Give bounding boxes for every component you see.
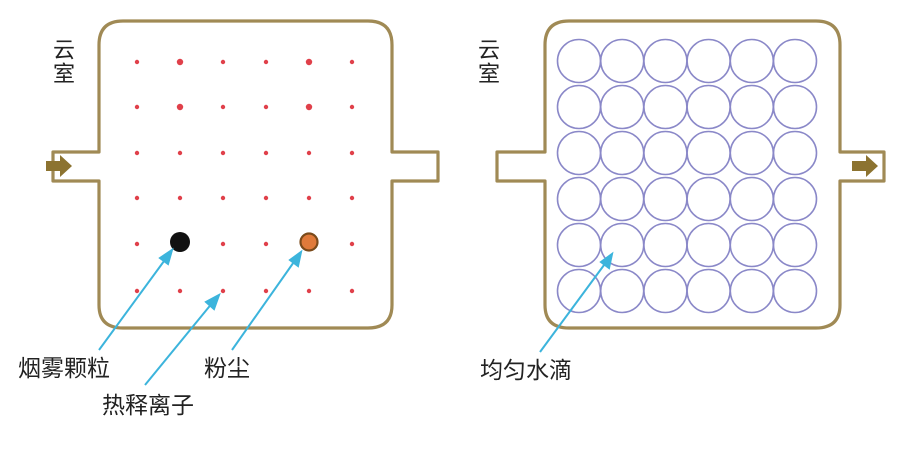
smoke-label: 烟雾颗粒: [18, 356, 110, 382]
ion-dot: [306, 150, 312, 156]
water-droplet: [643, 176, 688, 222]
water-droplet: [599, 38, 645, 84]
ion-dot: [220, 195, 226, 201]
water-droplet: [643, 268, 688, 314]
left-chamber-outline: [51, 19, 440, 330]
ion-dot: [263, 288, 269, 294]
smoke-pointer: [98, 256, 168, 351]
ion-dot: [349, 150, 355, 156]
ion-dot: [220, 241, 226, 247]
water-droplet: [599, 176, 645, 222]
water-droplet: [556, 84, 602, 130]
water-droplet: [772, 268, 818, 314]
water-droplet: [556, 268, 602, 314]
ion-dot: [263, 241, 269, 247]
smoke-particle: [170, 232, 190, 252]
droplets-label: 均匀水滴: [480, 358, 572, 384]
water-droplet: [772, 84, 818, 130]
water-droplet: [599, 268, 645, 314]
right-chamber-label: 云室: [474, 38, 499, 86]
ion-dot: [220, 104, 226, 110]
water-droplet: [686, 130, 731, 176]
ion-dot: [220, 288, 226, 294]
ions-label: 热释离子: [102, 393, 194, 419]
water-droplet: [729, 84, 775, 130]
water-droplet: [643, 222, 688, 268]
ion-dot: [176, 103, 184, 111]
water-droplet: [729, 38, 775, 84]
water-droplet: [729, 222, 775, 268]
ion-dot: [220, 150, 226, 156]
left-chamber-label: 云室: [49, 38, 74, 86]
droplet-pointer-arrowhead: [599, 251, 614, 270]
water-droplet: [556, 222, 602, 268]
ions-pointer-arrowhead: [204, 292, 221, 311]
ion-dot: [306, 195, 312, 201]
ion-dot: [349, 59, 355, 65]
droplet-pointer: [539, 260, 608, 353]
ion-dot: [305, 58, 313, 66]
droplet-grid: [556, 38, 818, 314]
water-droplet: [643, 130, 688, 176]
dust-pointer-arrowhead: [288, 249, 303, 268]
ion-dot: [306, 288, 312, 294]
water-droplet: [556, 176, 602, 222]
water-droplet: [772, 222, 818, 268]
water-droplet: [772, 130, 818, 176]
ion-dot: [134, 288, 140, 294]
water-droplet: [686, 38, 731, 84]
ion-dot: [263, 59, 269, 65]
water-droplet: [729, 176, 775, 222]
water-droplet: [599, 84, 645, 130]
ion-dot: [134, 195, 140, 201]
ion-dot: [349, 288, 355, 294]
ion-dot: [263, 195, 269, 201]
water-droplet: [556, 130, 602, 176]
water-droplet: [643, 84, 688, 130]
water-droplet: [772, 176, 818, 222]
dust-particle: [299, 232, 319, 252]
ion-dot: [134, 104, 140, 110]
water-droplet: [729, 130, 775, 176]
ion-dot: [263, 150, 269, 156]
ion-dot: [134, 150, 140, 156]
dust-pointer: [231, 258, 297, 351]
ion-dot: [177, 288, 183, 294]
ion-dot: [177, 150, 183, 156]
ion-dot: [134, 241, 140, 247]
dust-label: 粉尘: [204, 356, 250, 382]
ion-dot: [349, 104, 355, 110]
right-outlet-arrow-icon: [852, 155, 878, 177]
water-droplet: [686, 268, 731, 314]
water-droplet: [686, 222, 731, 268]
water-droplet: [729, 268, 775, 314]
ion-dot-grid: [134, 58, 355, 294]
ion-dot: [305, 103, 313, 111]
smoke-pointer-arrowhead: [158, 247, 174, 266]
ions-pointer: [144, 301, 214, 386]
ion-dot: [177, 195, 183, 201]
ion-dot: [349, 195, 355, 201]
left-inlet-arrow-icon: [46, 155, 72, 177]
water-droplet: [686, 84, 731, 130]
water-droplet: [643, 38, 688, 84]
ion-dot: [220, 59, 226, 65]
water-droplet: [686, 176, 731, 222]
ion-dot: [176, 58, 184, 66]
ion-dot: [263, 104, 269, 110]
water-droplet: [599, 130, 645, 176]
water-droplet: [556, 38, 602, 84]
water-droplet: [772, 38, 818, 84]
ion-dot: [134, 59, 140, 65]
pointer-lines: [98, 247, 614, 386]
ion-dot: [349, 241, 355, 247]
right-chamber-outline: [495, 19, 886, 330]
